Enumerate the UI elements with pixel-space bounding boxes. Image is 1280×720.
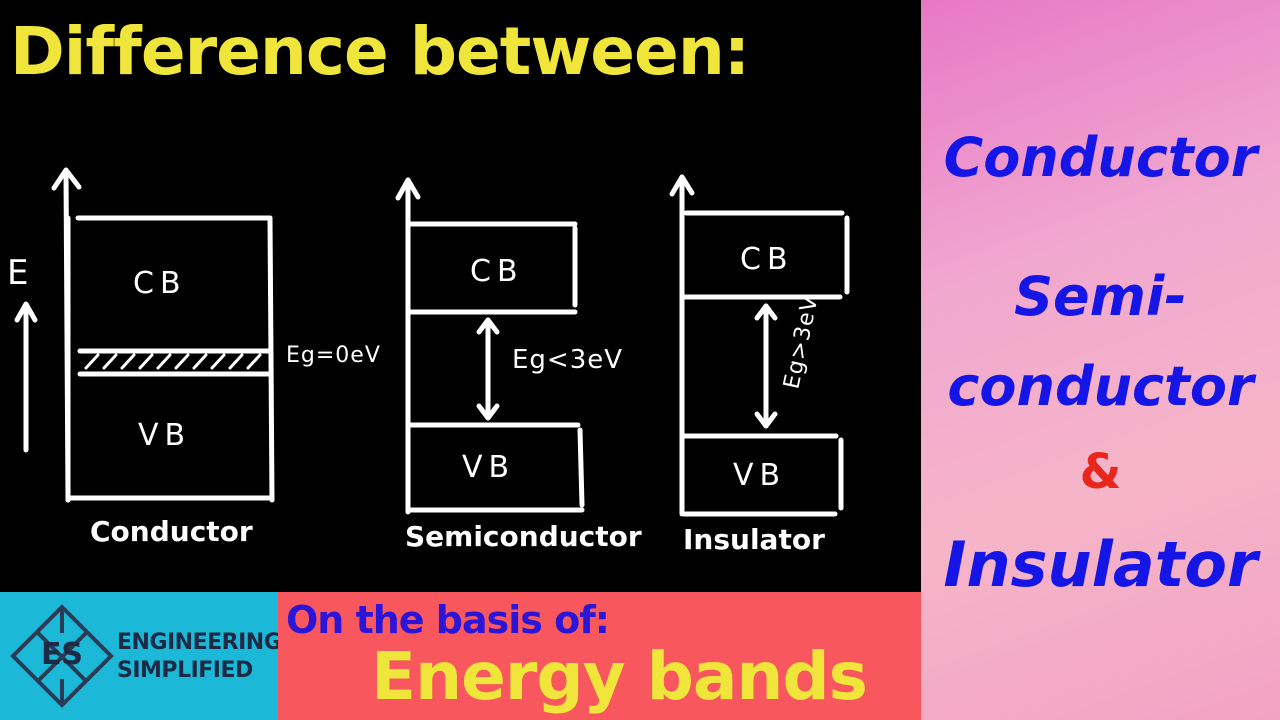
side-semi-text: Semi- xyxy=(1014,265,1187,328)
insulator-diagram: CB VB Eg>3eV Insulator xyxy=(669,174,850,556)
semiconductor-vb-right xyxy=(577,427,585,508)
insulator-axis-arrowhead xyxy=(669,174,695,197)
semiconductor-gap-note: Eg<3eV xyxy=(512,345,623,375)
diamond-pattern-line xyxy=(35,630,89,684)
semiconductor-axis-arrowhead xyxy=(395,177,421,201)
conductor-caption: Conductor xyxy=(90,515,253,548)
side-conductor-text: Conductor xyxy=(943,126,1258,189)
insulator-caption: Insulator xyxy=(683,523,825,556)
energy-arrow-head xyxy=(14,301,38,323)
basis-panel: On the basis of: Energy bands xyxy=(278,592,921,720)
side-conductor-cont-text: conductor xyxy=(947,355,1254,418)
conductor-axis-arrowhead xyxy=(51,167,82,191)
logo-line-simplified: SIMPLIFIED xyxy=(117,658,253,683)
side-insulator-text: Insulator xyxy=(943,528,1258,601)
brand-logo-panel: ES ENGINEERING SIMPLIFIED xyxy=(0,592,278,720)
semiconductor-caption: Semiconductor xyxy=(405,520,642,553)
energy-direction-arrow: E xyxy=(7,253,38,453)
basis-heading: On the basis of: xyxy=(286,598,610,642)
insulator-cb-label: CB xyxy=(740,242,794,277)
semiconductor-gap-arrow-down xyxy=(476,403,500,421)
semiconductor-vb-label: VB xyxy=(462,450,515,485)
conductor-diagram: CB VB Eg=0eV Conductor xyxy=(51,167,381,548)
main-title: Difference between: xyxy=(10,13,750,90)
energy-axis-label: E xyxy=(7,253,28,293)
conductor-vb-label: VB xyxy=(138,418,191,453)
insulator-gap-arrow-down xyxy=(754,411,778,429)
insulator-vb-label: VB xyxy=(733,458,786,493)
logo-monogram: ES xyxy=(40,637,84,672)
side-panel: Conductor Semi- conductor & Insulator xyxy=(921,0,1280,720)
logo-line-engineering: ENGINEERING xyxy=(117,630,278,655)
semiconductor-cb-label: CB xyxy=(470,254,524,289)
energy-band-diagrams: CB VB Eg=0eV Conductor E CB VB Eg<3eV Se… xyxy=(7,167,850,556)
side-ampersand: & xyxy=(1079,444,1122,500)
diamond-logo-icon xyxy=(10,604,114,708)
conductor-right-wall xyxy=(267,215,275,503)
semiconductor-diagram: CB VB Eg<3eV Semiconductor xyxy=(395,177,642,553)
insulator-gap-arrow-up xyxy=(754,303,778,321)
conductor-gap-note: Eg=0eV xyxy=(286,343,381,368)
insulator-gap-note: Eg>3eV xyxy=(779,293,823,391)
basis-topic: Energy bands xyxy=(371,638,868,715)
conductor-cb-label: CB xyxy=(133,266,187,301)
conductor-overlap-hatching xyxy=(84,353,262,370)
semiconductor-gap-arrow-up xyxy=(476,317,500,335)
